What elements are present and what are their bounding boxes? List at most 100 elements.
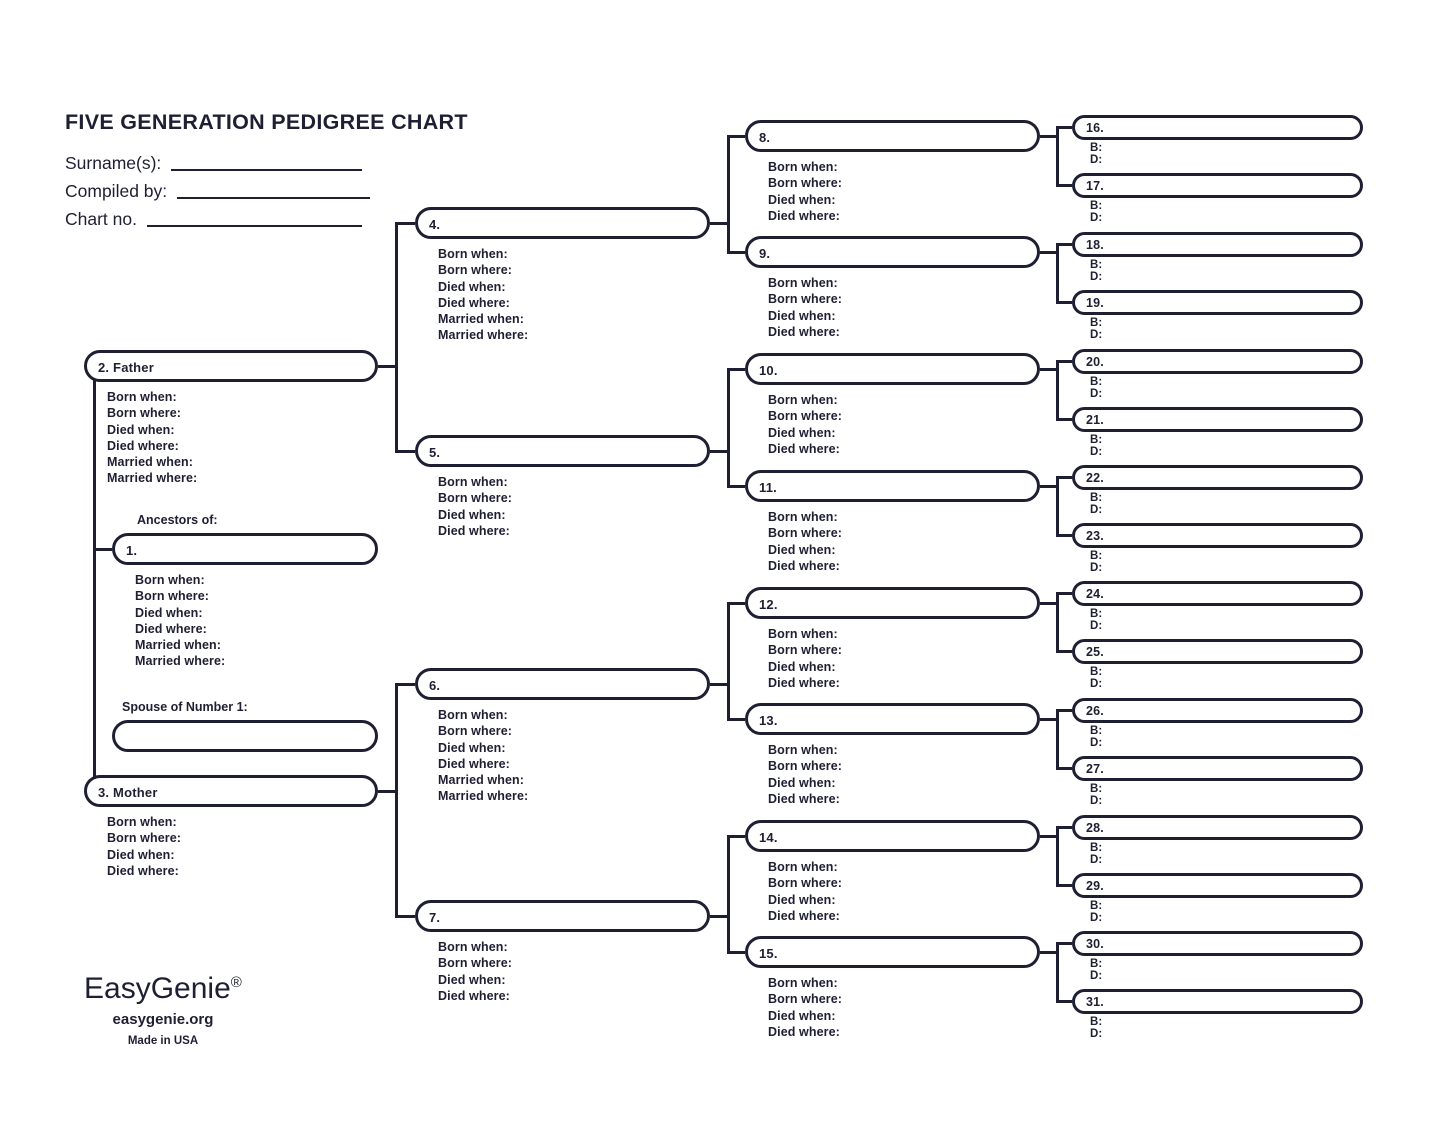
detail-label: D: <box>1090 446 1103 459</box>
person-box-29: 29. <box>1072 872 1363 898</box>
form-field-compiled-by: Compiled by: <box>65 178 370 202</box>
person-details-28: B:D: <box>1090 842 1102 867</box>
brand-logo-text: EasyGenie® <box>84 966 242 1006</box>
person-details-31: B:D: <box>1090 1016 1102 1041</box>
person-box-21: 21. <box>1072 406 1363 432</box>
person-number-label: 17. <box>1086 178 1104 193</box>
connector-line <box>726 834 730 954</box>
person-box-13: 13. <box>745 703 1040 735</box>
detail-label: B: <box>1090 199 1103 212</box>
detail-label: Born when: <box>768 976 838 990</box>
person-box-20: 20. <box>1072 348 1363 374</box>
connector-line <box>1057 825 1072 829</box>
detail-label: D: <box>1090 678 1103 691</box>
connector-line <box>378 364 396 368</box>
connector-line <box>1055 125 1059 187</box>
connector-line <box>1040 367 1057 371</box>
connector-line <box>1055 591 1059 653</box>
person-box-15: 15. <box>745 936 1040 968</box>
person-number-label: 27. <box>1086 761 1104 776</box>
detail-label: Died when: <box>438 740 506 755</box>
connector-line <box>1057 242 1072 246</box>
person-number-label: 30. <box>1086 936 1104 951</box>
connector-line <box>1057 533 1072 537</box>
person-box-22: 22. <box>1072 464 1363 490</box>
made-in-usa-text: Made in USA <box>127 1035 199 1047</box>
connector-line <box>1057 766 1072 770</box>
person-details-17: B:D: <box>1090 200 1102 225</box>
detail-label: Born where: <box>768 409 843 424</box>
detail-label: B: <box>1090 549 1103 562</box>
person-details-16: B:D: <box>1090 142 1102 167</box>
person-number-label: 8. <box>759 130 771 145</box>
detail-label: Born where: <box>768 292 843 307</box>
person-number-label: 29. <box>1086 878 1104 893</box>
connector-line <box>396 449 415 453</box>
detail-label: Married where: <box>438 789 529 804</box>
person-details-18: B:D: <box>1090 259 1102 284</box>
detail-label: Died where: <box>768 441 840 456</box>
detail-label: Died when: <box>107 847 175 862</box>
detail-label: Died where: <box>438 295 510 310</box>
detail-label: Born where: <box>107 406 182 421</box>
person-details-6: Born when:Born where:Died when:Died wher… <box>438 707 528 805</box>
detail-label: Born where: <box>438 491 513 506</box>
connector-line <box>1055 941 1059 1003</box>
person-box-8: 8. <box>745 120 1040 152</box>
connector-line <box>1055 825 1059 887</box>
person-number-label: 18. <box>1086 237 1104 252</box>
person-box-3: 3. Mother <box>84 775 378 807</box>
detail-label: Died where: <box>438 756 510 771</box>
person-number-label: 1. <box>126 543 138 558</box>
detail-label: D: <box>1090 912 1103 925</box>
detail-label: D: <box>1090 212 1103 225</box>
detail-label: Born when: <box>438 475 508 489</box>
detail-label: Died when: <box>438 279 506 294</box>
detail-label: Died where: <box>768 1024 840 1039</box>
detail-label: Born where: <box>768 526 843 541</box>
person-details-23: B:D: <box>1090 550 1102 575</box>
person-details-12: Born when:Born where:Died when:Died wher… <box>768 626 842 691</box>
person-number-label: 24. <box>1086 586 1104 601</box>
detail-label: Born when: <box>768 510 838 524</box>
person-details-4: Born when:Born where:Died when:Died wher… <box>438 246 528 344</box>
person-number-label: 15. <box>759 946 778 961</box>
connector-line <box>728 134 745 138</box>
person-box-30: 30. <box>1072 930 1363 956</box>
connector-line <box>1057 475 1072 479</box>
connector-line <box>1040 950 1057 954</box>
connector-line <box>1057 999 1072 1003</box>
person-details-5: Born when:Born where:Died when:Died wher… <box>438 474 512 539</box>
detail-label: Died where: <box>768 791 840 806</box>
detail-label: B: <box>1090 258 1103 271</box>
detail-label: Died where: <box>768 675 840 690</box>
person-number-label: 13. <box>759 713 778 728</box>
surname-label: Surname(s): <box>65 153 162 173</box>
person-box-7: 7. <box>415 900 710 932</box>
detail-label: Died when: <box>768 775 836 790</box>
person-box-23: 23. <box>1072 522 1363 548</box>
detail-label: B: <box>1090 665 1103 678</box>
person-box-19: 19. <box>1072 289 1363 315</box>
connector-line <box>728 950 745 954</box>
connector-line <box>1057 941 1072 945</box>
connector-line <box>710 221 728 225</box>
connector-line <box>92 378 96 779</box>
person-number-label: 14. <box>759 830 778 845</box>
person-number-label: 21. <box>1086 412 1104 427</box>
person-details-7: Born when:Born where:Died when:Died wher… <box>438 939 512 1004</box>
person-details-11: Born when:Born where:Died when:Died wher… <box>768 509 842 574</box>
connector-line <box>396 914 415 918</box>
connector-line <box>94 547 112 551</box>
surname-blank-line <box>171 168 362 171</box>
person-box-14: 14. <box>745 820 1040 852</box>
person-number-label: 6. <box>429 678 441 693</box>
detail-label: B: <box>1090 316 1103 329</box>
person-number-label: 7. <box>429 910 441 925</box>
detail-label: Born where: <box>768 992 843 1007</box>
detail-label: Born when: <box>768 743 838 757</box>
person-box-24: 24. <box>1072 580 1363 606</box>
connector-line <box>1055 242 1059 304</box>
person-number-label <box>115 745 130 749</box>
person-details-30: B:D: <box>1090 958 1102 983</box>
